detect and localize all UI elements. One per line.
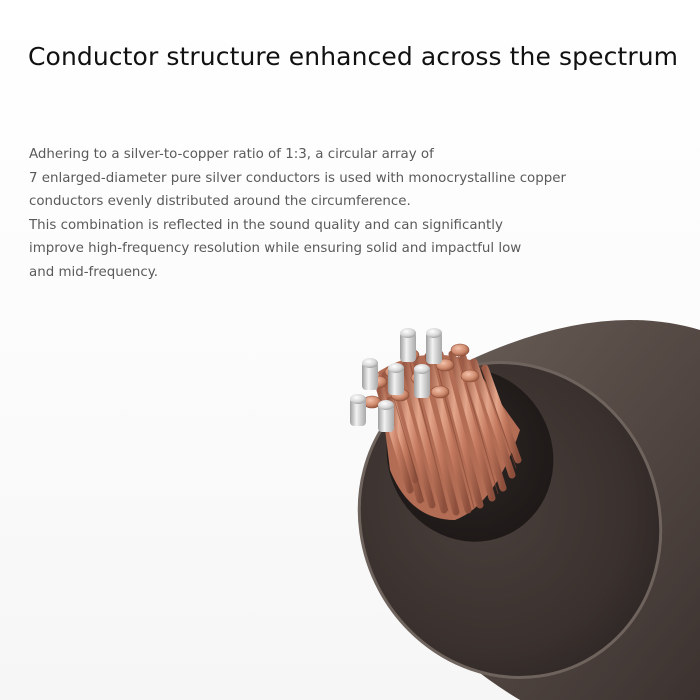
description-line: and mid-frequency.: [29, 264, 159, 280]
description-paragraph: Adhering to a silver-to-copper ratio of …: [29, 143, 649, 285]
copper-conductor-bundle: [362, 343, 522, 520]
description-line: conductors evenly distributed around the…: [29, 194, 411, 210]
description-line: improve high-frequency resolution while …: [29, 241, 522, 257]
description-line: Adhering to a silver-to-copper ratio of …: [29, 147, 434, 162]
description-line: This combination is reflected in the sou…: [29, 217, 503, 233]
headline: Conductor structure enhanced across the …: [28, 42, 679, 71]
description-line: 7 enlarged-diameter pure silver conducto…: [29, 170, 566, 186]
silver-conductors: [350, 328, 442, 432]
